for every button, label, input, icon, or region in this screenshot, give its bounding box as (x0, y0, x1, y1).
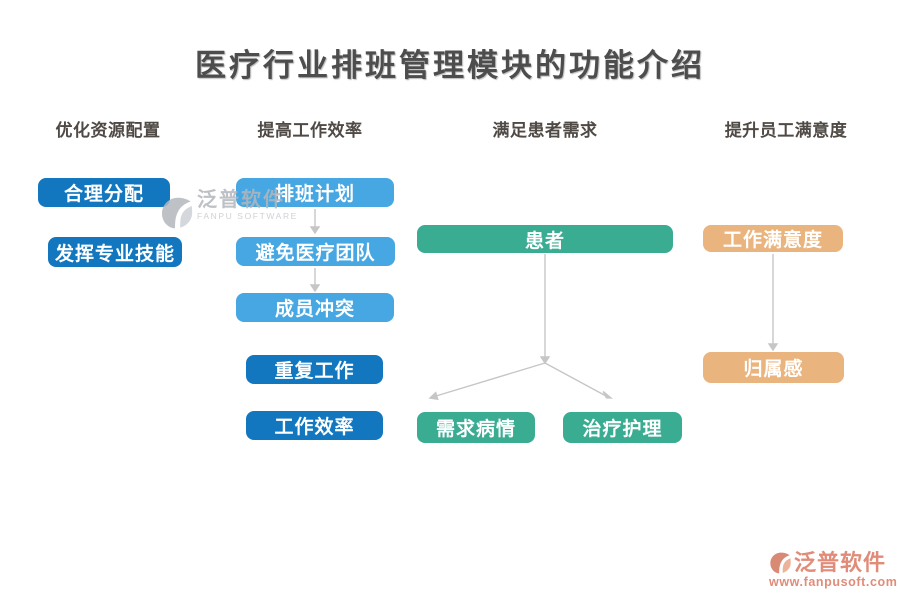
node-work-efficiency: 工作效率 (246, 411, 383, 440)
node-avoid-medical-team: 避免医疗团队 (236, 237, 395, 266)
page-title: 医疗行业排班管理模块的功能介绍 (195, 48, 705, 83)
node-member-conflict: 成员冲突 (236, 293, 394, 322)
footer-logo: 泛普软件 www.fanpusoft.com (769, 550, 898, 589)
watermark: 泛普软件 FANPU SOFTWARE (160, 189, 298, 232)
fanpu-logo-icon (161, 197, 193, 229)
arrow-head-icon (309, 284, 321, 293)
watermark-brand: 泛普软件 (197, 189, 285, 211)
node-professional-skills: 发挥专业技能 (48, 237, 182, 267)
column-header-patient-needs: 满足患者需求 (492, 121, 598, 140)
node-job-satisfaction: 工作满意度 (703, 225, 843, 252)
arrow-head-icon (767, 343, 779, 352)
arrow-head-icon (602, 391, 614, 399)
node-treatment-care: 治疗护理 (563, 412, 682, 443)
node-scheduling-plan: 排班计划 (236, 178, 394, 207)
footer-logo-brand: 泛普软件 (794, 550, 887, 575)
node-repetitive-work: 重复工作 (246, 355, 383, 384)
arrow-head-icon (428, 391, 439, 401)
arrow-head-icon (539, 356, 551, 365)
arrow-head-icon (309, 226, 321, 235)
node-rational-allocation: 合理分配 (38, 178, 170, 207)
arrow-line (544, 362, 607, 397)
node-demand-condition: 需求病情 (417, 412, 535, 443)
arrow-line (435, 362, 546, 397)
column-header-work-efficiency: 提高工作效率 (257, 121, 363, 140)
column-header-employee-satisfaction: 提升员工满意度 (724, 121, 848, 140)
node-patient: 患者 (417, 225, 673, 253)
column-header-optimize-resources: 优化资源配置 (55, 121, 161, 140)
footer-logo-website: www.fanpusoft.com (769, 575, 898, 589)
watermark-subtitle: FANPU SOFTWARE (197, 211, 298, 221)
fanpu-logo-icon (770, 552, 791, 573)
node-sense-of-belonging: 归属感 (703, 352, 844, 383)
watermark-text: 泛普软件 FANPU SOFTWARE (197, 189, 298, 221)
